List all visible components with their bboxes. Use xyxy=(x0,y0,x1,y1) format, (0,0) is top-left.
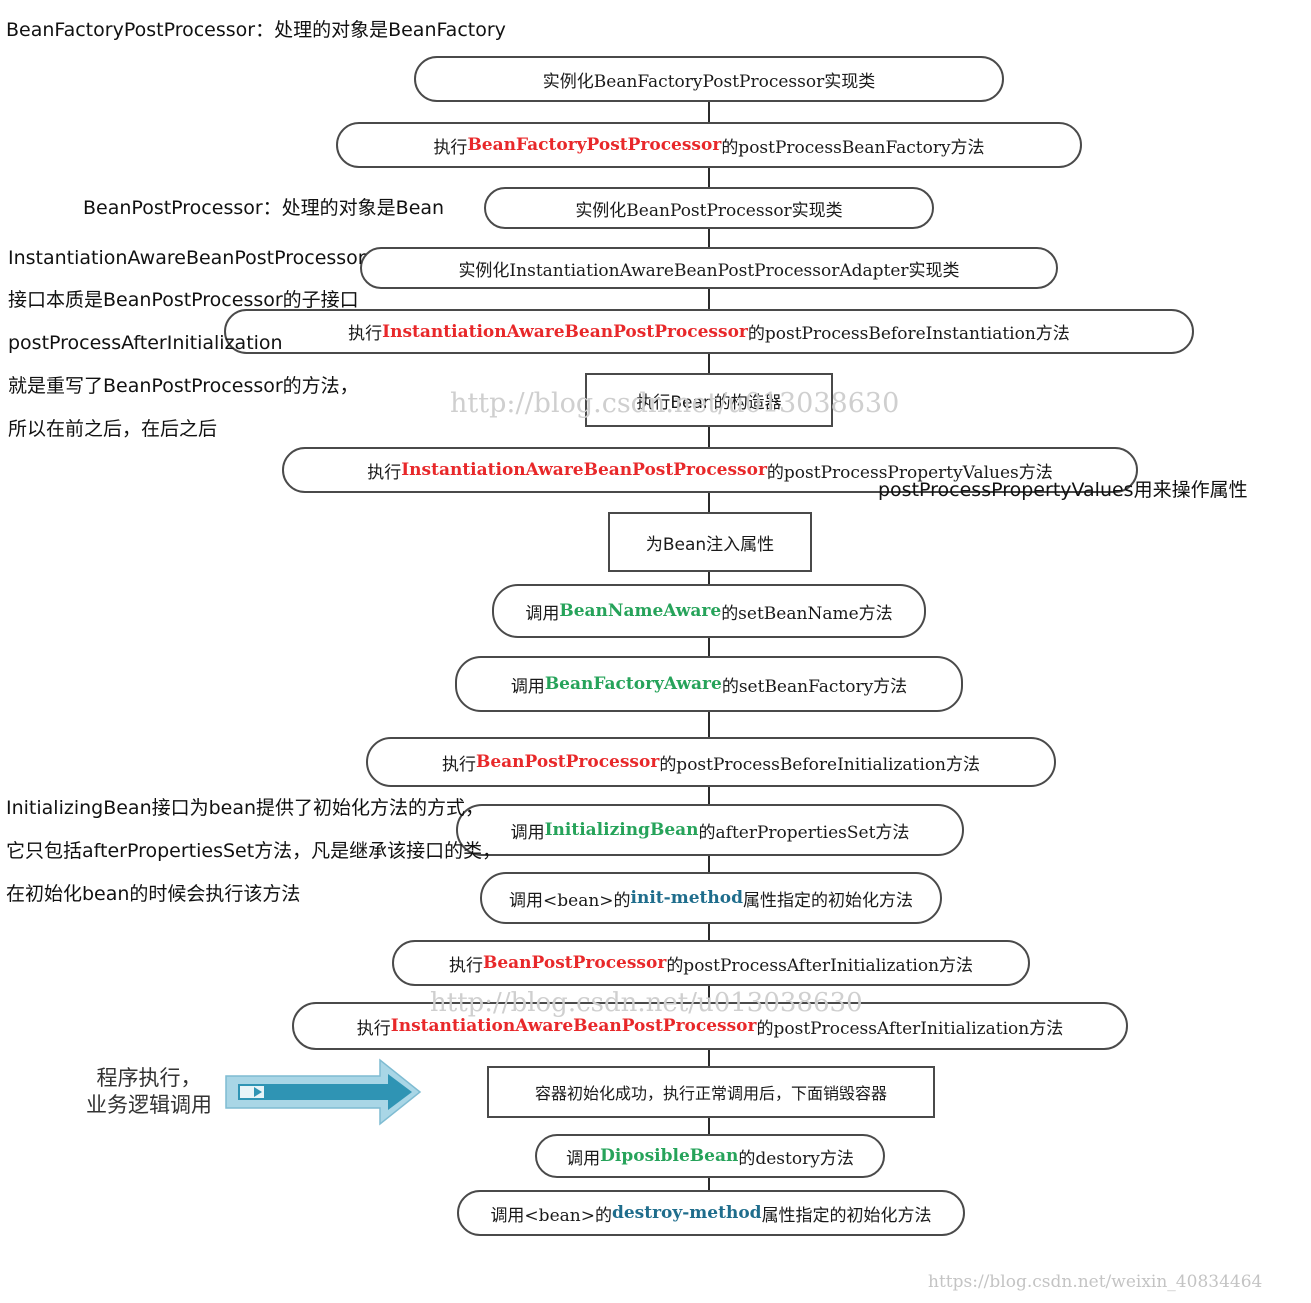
step-text-highlight: InstantiationAwareBeanPostProcessor xyxy=(382,321,748,342)
step-text-highlight: BeanPostProcessor xyxy=(482,953,667,973)
note-instantiation-aware-line: InstantiationAwareBeanPostProcessor xyxy=(8,247,366,269)
note-business-logic: 程序执行， 业务逻辑调用 xyxy=(82,1065,216,1120)
connector-line xyxy=(708,426,710,448)
connector-line xyxy=(708,710,710,738)
step-text-post: 属性指定的初始化方法 xyxy=(742,890,913,911)
connector-line xyxy=(708,1176,710,1192)
connector-line xyxy=(708,352,710,374)
step-bean-constructor: 执行Bean的构造器 xyxy=(585,373,833,427)
step-text: 执行Bean的构造器 xyxy=(636,392,782,413)
step-text-pre: 执行 xyxy=(433,137,468,158)
connector-line xyxy=(708,288,710,310)
note-business-line: 程序执行， xyxy=(96,1066,202,1090)
step-text-highlight: InstantiationAwareBeanPostProcessor xyxy=(401,460,767,480)
step-text-pre: 调用 xyxy=(566,1148,601,1169)
step-text-pre: 调用 xyxy=(510,676,545,697)
right-arrow-icon xyxy=(225,1058,422,1126)
connector-line xyxy=(708,786,710,806)
step-text-highlight: BeanFactoryAware xyxy=(544,674,722,694)
connector-line xyxy=(708,1048,710,1068)
step-text-highlight: BeanFactoryPostProcessor xyxy=(467,135,722,155)
note-instantiation-aware-line: 接口本质是BeanPostProcessor的子接口 xyxy=(8,289,359,311)
connector-line xyxy=(708,922,710,942)
step-text-highlight: BeanNameAware xyxy=(559,601,722,621)
step-text-pre: 执行 xyxy=(356,1018,391,1039)
step-text: 实例化BeanPostProcessor实现类 xyxy=(575,200,843,221)
connector-line xyxy=(708,854,710,874)
note-property-values: postProcessPropertyValues用来操作属性 xyxy=(878,479,1248,501)
step-text-highlight: DiposibleBean xyxy=(600,1146,739,1166)
step-text-post: 的postProcessPropertyValues方法 xyxy=(766,462,1053,483)
step-text-post: 的postProcessBeforeInstantiation方法 xyxy=(747,324,1070,344)
step-text-post: 的setBeanFactory方法 xyxy=(721,676,908,697)
connector-line xyxy=(708,492,710,514)
step-text-pre: 执行 xyxy=(441,754,476,775)
connector-line xyxy=(708,100,710,124)
connector-line xyxy=(708,228,710,248)
note-instantiation-aware-line: 就是重写了BeanPostProcessor的方法， xyxy=(8,375,359,397)
step-text-pre: 执行 xyxy=(448,955,483,976)
step-text-post: 的postProcessBeforeInitialization方法 xyxy=(659,754,981,775)
note-business-line: 业务逻辑调用 xyxy=(86,1093,212,1118)
step-text-post: 的postProcessAfterInitialization方法 xyxy=(666,955,974,976)
connector-line xyxy=(708,636,710,658)
step-text-post: 属性指定的初始化方法 xyxy=(761,1205,932,1226)
step-text-pre: 调用 xyxy=(525,603,560,624)
diagram-title: BeanFactoryPostProcessor：处理的对象是BeanFacto… xyxy=(6,19,506,41)
step-text: 实例化BeanFactoryPostProcessor实现类 xyxy=(542,71,876,92)
step-text-pre: 调用<bean>的 xyxy=(509,890,631,911)
step-text: 为Bean注入属性 xyxy=(645,534,775,555)
step-instantiate-iabpp-adapter: 实例化InstantiationAwareBeanPostProcessorAd… xyxy=(360,247,1058,289)
step-text-pre: 调用 xyxy=(510,822,545,843)
connector-line xyxy=(708,984,710,1002)
step-instantiate-bpp: 实例化BeanPostProcessor实现类 xyxy=(484,187,934,229)
note-bean-post-processor: BeanPostProcessor：处理的对象是Bean xyxy=(83,197,445,219)
step-text-highlight: BeanPostProcessor xyxy=(475,752,660,772)
step-text-highlight: InitializingBean xyxy=(544,820,699,840)
connector-line xyxy=(708,1116,710,1136)
step-text-highlight: init-method xyxy=(630,888,743,908)
step-text-highlight: InstantiationAwareBeanPostProcessor xyxy=(390,1016,757,1036)
step-text-post: 的postProcessAfterInitialization方法 xyxy=(756,1018,1064,1039)
note-instantiation-aware-line: postProcessAfterInitialization xyxy=(8,332,283,354)
step-text-post: 的destory方法 xyxy=(738,1148,854,1169)
step-text-pre: 调用<bean>的 xyxy=(490,1205,612,1226)
note-instantiation-aware-line: 所以在前之后，在后之后 xyxy=(8,418,218,440)
step-text: 实例化InstantiationAwareBeanPostProcessorAd… xyxy=(458,260,960,281)
step-text-pre: 执行 xyxy=(348,324,383,344)
connector-line xyxy=(708,570,710,586)
step-container-destroy: 容器初始化成功，执行正常调用后，下面销毁容器 xyxy=(487,1066,935,1118)
note-initializing-bean-line: InitializingBean接口为bean提供了初始化方法的方式， xyxy=(6,797,485,819)
note-initializing-bean-line: 在初始化bean的时候会执行该方法 xyxy=(6,883,301,905)
watermark: https://blog.csdn.net/weixin_40834464 xyxy=(928,1272,1263,1292)
step-text-highlight: destroy-method xyxy=(611,1203,762,1223)
step-text-post: 的postProcessBeanFactory方法 xyxy=(721,137,985,158)
step-text: 容器初始化成功，执行正常调用后，下面销毁容器 xyxy=(534,1084,887,1103)
step-text-post: 的setBeanName方法 xyxy=(721,603,893,624)
connector-line xyxy=(708,166,710,188)
note-initializing-bean-line: 它只包括afterPropertiesSet方法，凡是继承该接口的类， xyxy=(6,840,502,862)
step-text-post: 的afterPropertiesSet方法 xyxy=(698,822,910,843)
step-inject-properties: 为Bean注入属性 xyxy=(608,512,812,572)
step-instantiate-bfpp: 实例化BeanFactoryPostProcessor实现类 xyxy=(414,56,1004,102)
step-text-pre: 执行 xyxy=(367,462,402,483)
